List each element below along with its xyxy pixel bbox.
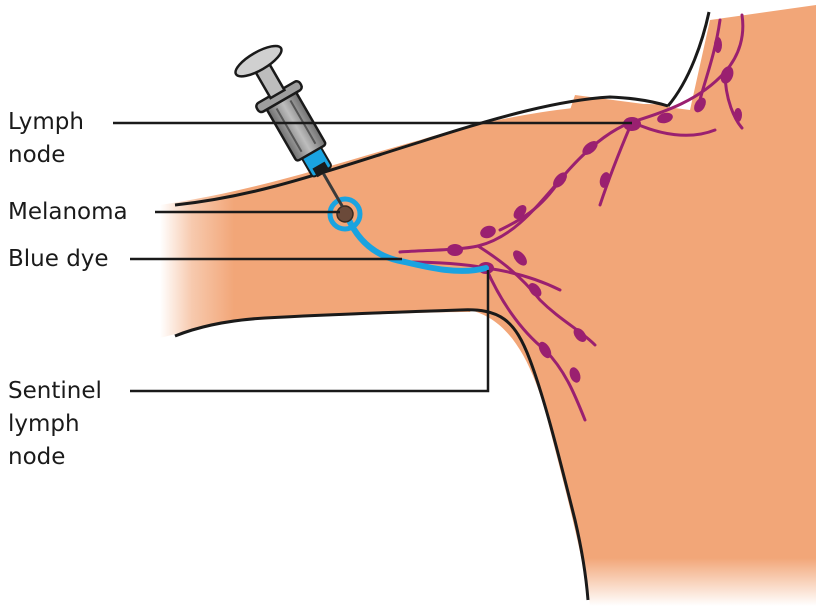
label-blue-dye-text: Blue dye <box>8 243 109 276</box>
label-lymph-node-line-1: Lymph <box>8 106 84 139</box>
label-melanoma-text: Melanoma <box>8 196 128 229</box>
label-sentinel-line-2: lymph <box>8 408 102 441</box>
label-lymph-node: Lymph node <box>8 106 84 172</box>
label-sentinel-line-1: Sentinel <box>8 375 102 408</box>
lymph-node <box>447 244 463 256</box>
arm-lower-outline <box>175 310 588 600</box>
label-lymph-node-line-2: node <box>8 139 84 172</box>
melanoma-lesion <box>337 206 353 222</box>
label-sentinel-lymph-node: Sentinel lymph node <box>8 375 102 474</box>
lymph-node <box>714 37 722 53</box>
label-sentinel-line-3: node <box>8 441 102 474</box>
torso <box>470 5 816 606</box>
label-melanoma: Melanoma <box>8 196 128 229</box>
lymph-node <box>734 108 742 122</box>
label-blue-dye: Blue dye <box>8 243 109 276</box>
